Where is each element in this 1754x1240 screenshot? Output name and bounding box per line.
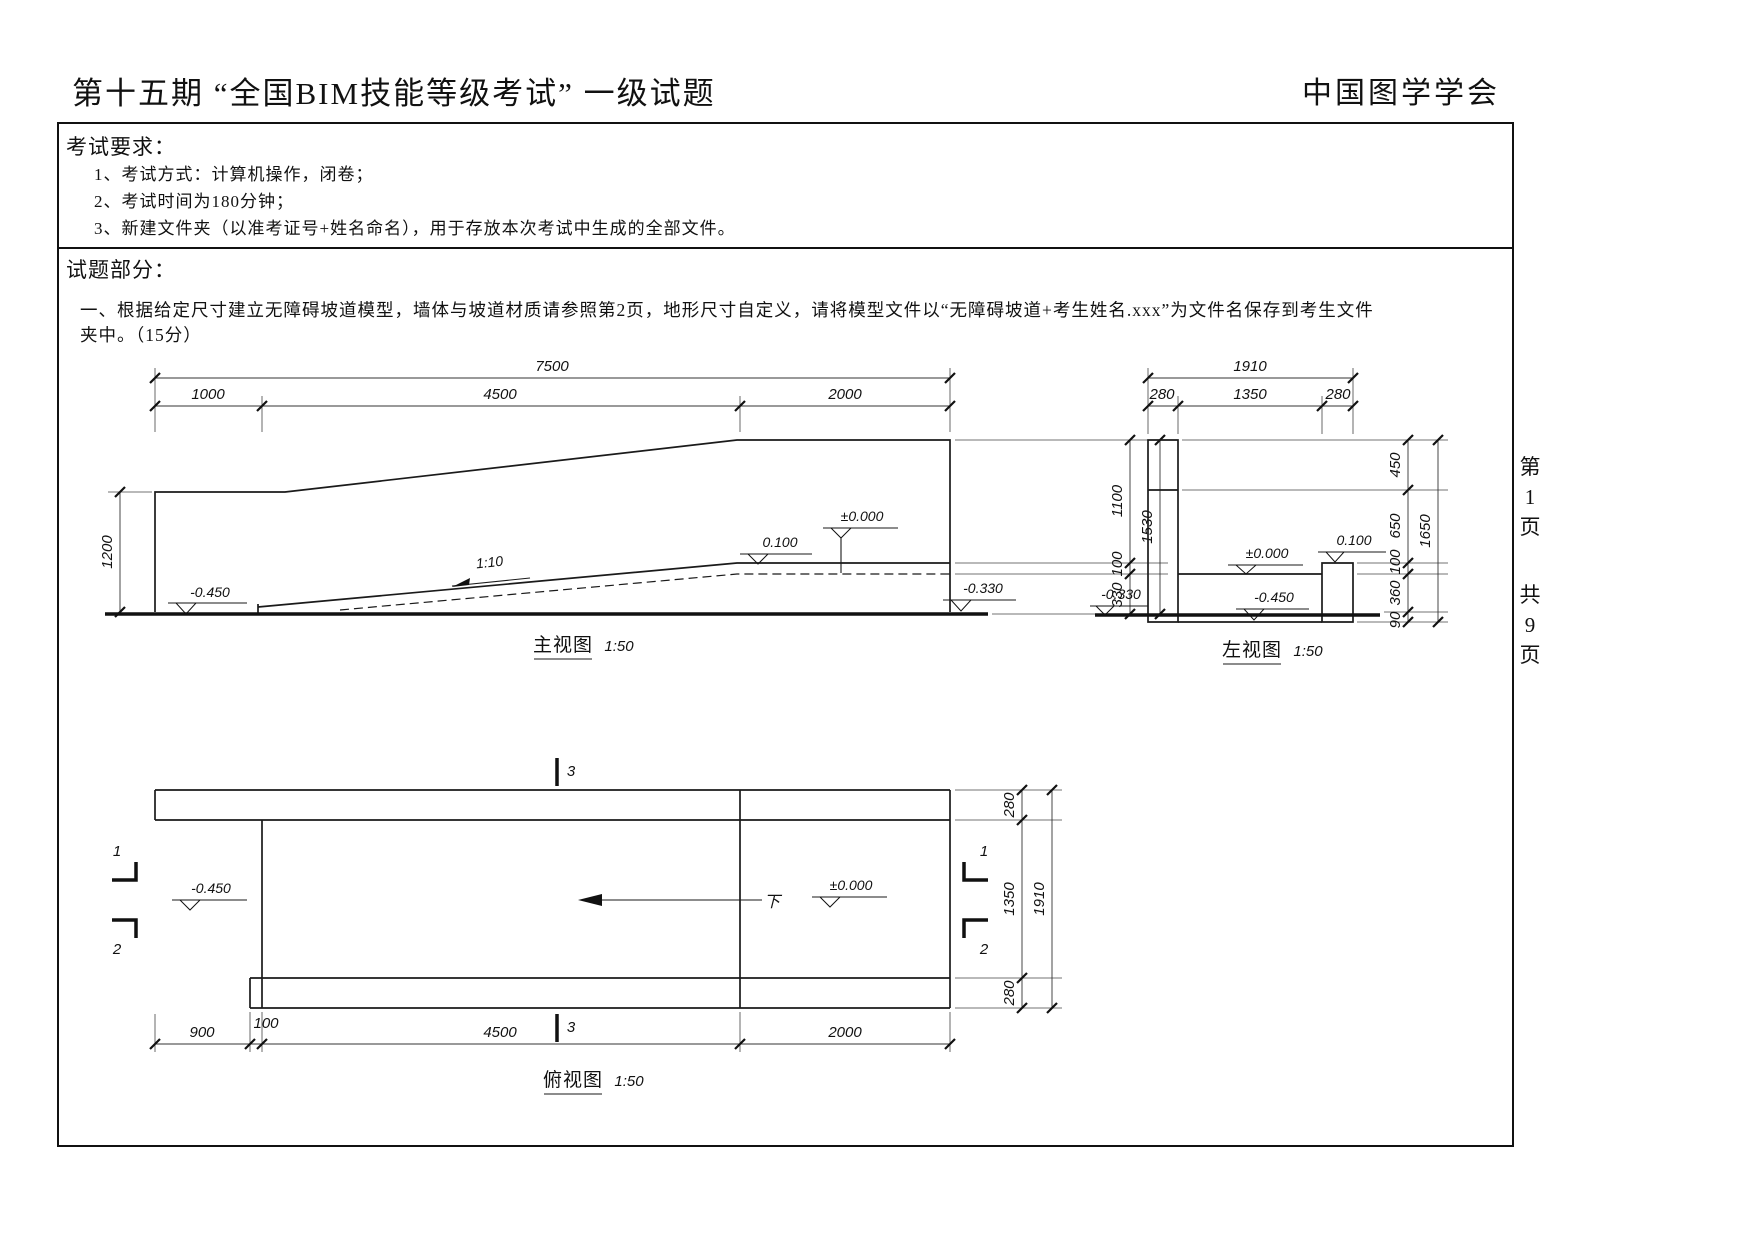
front-view-levels: -0.450 0.100 ±0.000 -0.330 1:10 [168, 508, 1016, 615]
page-char: 页 [1519, 515, 1541, 539]
level-left-platform: ±0.000 [1246, 545, 1289, 561]
dim-front-r2: 100 [1109, 551, 1126, 577]
dim-top-r2: 1350 [1001, 882, 1018, 916]
level-front-ramp-top: 0.100 [762, 534, 797, 550]
front-view-left-dimension: 1200 [99, 486, 152, 618]
front-view-right-dimensions: 1100 100 330 1530 [955, 434, 1168, 620]
questions-heading: 试题部分： [66, 258, 176, 282]
left-view-caption: 左视图 1:50 [1222, 639, 1323, 665]
top-view-title: 俯视图 [543, 1069, 603, 1091]
front-view-outline [105, 439, 988, 616]
left-view-top-dimensions: 1910 280 1350 280 [1142, 358, 1359, 434]
level-top-left: -0.450 [191, 880, 231, 896]
dim-front-seg1: 1000 [191, 386, 225, 403]
section-mark-1-right: 1 [980, 843, 988, 860]
dim-top-b4: 2000 [827, 1024, 862, 1041]
dim-top-b3: 4500 [483, 1024, 517, 1041]
page-char: 1 [1524, 485, 1536, 509]
top-view-bottom-dimensions: 900 100 4500 2000 [149, 1012, 956, 1052]
dim-left-rtotal: 1650 [1417, 514, 1434, 548]
dim-top-r3: 280 [1001, 980, 1018, 1007]
left-view-right-dimensions: 450 650 100 360 90 1650 [1182, 434, 1448, 628]
left-view-outline [1095, 439, 1380, 623]
level-left-ground: -0.330 [1101, 586, 1141, 602]
page-char: 9 [1524, 613, 1536, 637]
left-view-scale: 1:50 [1293, 643, 1323, 660]
dim-front-r3: 330 [1109, 582, 1126, 608]
dim-front-seg2: 4500 [483, 386, 517, 403]
sheet-border [57, 122, 1514, 1147]
dim-left-r5: 90 [1387, 611, 1404, 628]
page-char: 页 [1519, 643, 1541, 667]
top-view-right-dimensions: 280 1350 280 1910 [955, 784, 1062, 1014]
requirement-item-1: 1、考试方式：计算机操作，闭卷； [94, 165, 374, 184]
dim-left-seg1: 280 [1148, 386, 1175, 403]
dim-front-wall-height: 1200 [99, 535, 116, 569]
slope-label: 1:10 [475, 553, 504, 572]
dim-front-total: 7500 [535, 358, 569, 375]
front-view-title: 主视图 [533, 634, 593, 656]
top-view-ramp-arrow: 下 [578, 894, 783, 911]
front-view-caption: 主视图 1:50 [533, 634, 634, 660]
dim-left-r4: 360 [1387, 580, 1404, 606]
down-direction-label: 下 [764, 894, 783, 911]
organization-name: 中国图学学会 [1302, 77, 1500, 110]
dim-left-seg3: 280 [1324, 386, 1351, 403]
section-mark-2-left: 2 [112, 941, 122, 958]
requirement-item-3: 3、新建文件夹（以准考证号+姓名命名），用于存放本次考试中生成的全部文件。 [94, 219, 736, 238]
page-title: 第十五期 “全国BIM技能等级考试” 一级试题 [72, 76, 716, 111]
dim-left-r1: 450 [1387, 452, 1404, 478]
page-number-column: 第 1 页 共 9 页 [1514, 452, 1546, 670]
question-1-text: 一、根据给定尺寸建立无障碍坡道模型，墙体与坡道材质请参照第2页，地形尺寸自定义，… [80, 300, 1374, 345]
level-front-platform: ±0.000 [841, 508, 884, 524]
level-front-ground-right: -0.330 [963, 580, 1003, 596]
section-mark-2-right: 2 [979, 941, 989, 958]
level-left-kerb-top: 0.100 [1336, 532, 1371, 548]
section-mark-3-top: 3 [567, 763, 576, 780]
requirement-item-2: 2、考试时间为180分钟； [94, 192, 294, 211]
level-left-slab-bottom: -0.450 [1254, 589, 1294, 605]
requirements-heading: 考试要求： [66, 135, 176, 159]
page-char: 第 [1519, 455, 1541, 479]
section-divider [57, 247, 1513, 249]
dim-front-r1: 1100 [1109, 484, 1126, 517]
dim-left-r3: 100 [1387, 549, 1404, 575]
dim-left-r2: 650 [1387, 513, 1404, 539]
page-char: 共 [1519, 583, 1541, 607]
top-view-levels: -0.450 ±0.000 [172, 877, 887, 911]
dim-top-b2: 100 [253, 1015, 279, 1032]
left-view: 1910 280 1350 280 450 [1090, 358, 1448, 665]
left-view-title: 左视图 [1222, 639, 1282, 661]
dim-top-rtotal: 1910 [1031, 882, 1048, 916]
front-view-scale: 1:50 [604, 638, 634, 655]
dim-left-seg2: 1350 [1233, 386, 1267, 403]
dim-left-total: 1910 [1233, 358, 1267, 375]
top-view-section-marks: 3 3 1 2 1 2 [112, 758, 989, 1042]
dim-top-r1: 280 [1001, 792, 1018, 819]
dim-front-seg3: 2000 [827, 386, 862, 403]
dim-top-b1: 900 [189, 1024, 215, 1041]
level-top-right: ±0.000 [830, 877, 873, 893]
section-mark-3-bottom: 3 [567, 1019, 576, 1036]
front-view-top-dimensions: 7500 1000 4500 2000 [149, 358, 956, 432]
front-view: 7500 1000 4500 2000 1200 [99, 358, 1168, 660]
top-view-scale: 1:50 [614, 1073, 644, 1090]
left-view-levels: -0.330 ±0.000 -0.450 0.100 [1090, 532, 1386, 621]
top-view: 下 -0.450 ±0.000 3 3 1 2 1 2 [112, 758, 1062, 1095]
level-front-bottom-left: -0.450 [190, 584, 230, 600]
section-mark-1-left: 1 [113, 843, 121, 860]
top-view-outline [154, 789, 951, 1009]
top-view-caption: 俯视图 1:50 [543, 1069, 644, 1095]
